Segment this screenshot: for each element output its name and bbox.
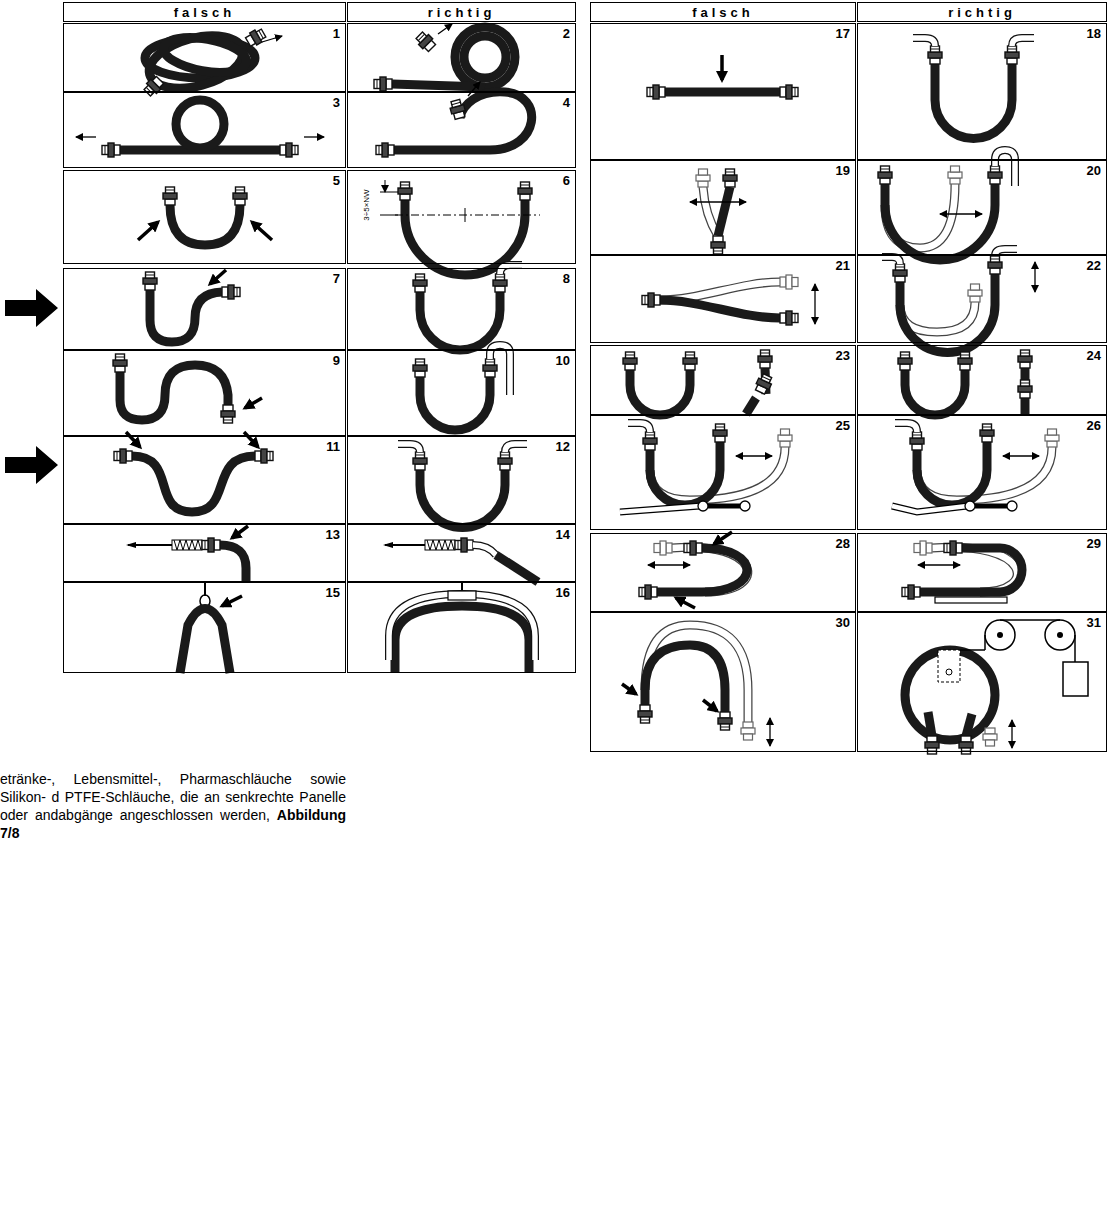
example-panel: 18: [857, 23, 1107, 160]
example-panel: 11: [63, 436, 346, 524]
example-panel: 4: [347, 92, 576, 168]
callout-number: 29: [1086, 536, 1102, 551]
callout-number: 25: [835, 418, 851, 433]
callout-number: 11: [325, 439, 341, 454]
example-panel: 12: [347, 436, 576, 524]
example-panel: 25: [590, 415, 856, 530]
callout-number: 9: [332, 353, 341, 368]
example-panel: 10: [347, 350, 576, 436]
callout-number: 18: [1086, 26, 1102, 41]
callout-number: 7: [332, 271, 341, 286]
header-text: falsch: [174, 5, 236, 20]
column-header: richtig: [347, 2, 576, 22]
example-panel: 8: [347, 268, 576, 350]
example-panel: 21: [590, 255, 856, 343]
callout-number: 10: [555, 353, 571, 368]
callout-number: 19: [835, 163, 851, 178]
note-paragraph: etränke-, Lebensmittel-, Pharmaschläuche…: [0, 770, 346, 842]
callout-number: 16: [555, 585, 571, 600]
callout-number: 12: [555, 439, 571, 454]
example-panel: 24: [857, 345, 1107, 415]
example-panel: 22: [857, 255, 1107, 343]
callout-number: 6: [562, 173, 571, 188]
example-panel: 2: [347, 23, 576, 92]
column-header: falsch: [590, 2, 856, 22]
callout-number: 22: [1086, 258, 1102, 273]
header-text: richtig: [948, 5, 1016, 20]
example-panel: 16: [347, 582, 576, 673]
column-header: richtig: [857, 2, 1107, 22]
callout-number: 17: [835, 26, 851, 41]
example-panel: 31: [857, 612, 1107, 752]
example-panel: 17: [590, 23, 856, 160]
callout-number: 28: [835, 536, 851, 551]
example-panel: 19: [590, 160, 856, 255]
callout-number: 21: [835, 258, 851, 273]
example-panel: 3: [63, 92, 346, 168]
callout-number: 31: [1086, 615, 1102, 630]
header-text: falsch: [692, 5, 754, 20]
example-panel: 30: [590, 612, 856, 752]
callout-number: 15: [325, 585, 341, 600]
example-panel: 29: [857, 533, 1107, 612]
callout-number: 30: [835, 615, 851, 630]
callout-number: 3: [332, 95, 341, 110]
example-panel: 15: [63, 582, 346, 673]
callout-number: 26: [1086, 418, 1102, 433]
example-panel: 7: [63, 268, 346, 350]
example-panel: 26: [857, 415, 1107, 530]
example-panel: 1: [63, 23, 346, 92]
callout-number: 2: [562, 26, 571, 41]
example-panel: 28: [590, 533, 856, 612]
example-panel: 14: [347, 524, 576, 582]
example-panel: 13: [63, 524, 346, 582]
callout-number: 13: [325, 527, 341, 542]
callout-number: 4: [562, 95, 571, 110]
callout-number: 23: [835, 348, 851, 363]
example-panel: 5: [63, 170, 346, 264]
callout-number: 5: [332, 173, 341, 188]
callout-number: 8: [562, 271, 571, 286]
callout-number: 14: [555, 527, 571, 542]
example-panel: 23: [590, 345, 856, 415]
callout-number: 1: [332, 26, 341, 41]
callout-number: 20: [1086, 163, 1102, 178]
dimension-label: 3÷5×NW: [362, 189, 371, 220]
example-panel: 20: [857, 160, 1107, 255]
header-text: richtig: [428, 5, 496, 20]
callout-number: 24: [1086, 348, 1102, 363]
example-panel: 9: [63, 350, 346, 436]
column-header: falsch: [63, 2, 346, 22]
example-panel: 6: [347, 170, 576, 264]
